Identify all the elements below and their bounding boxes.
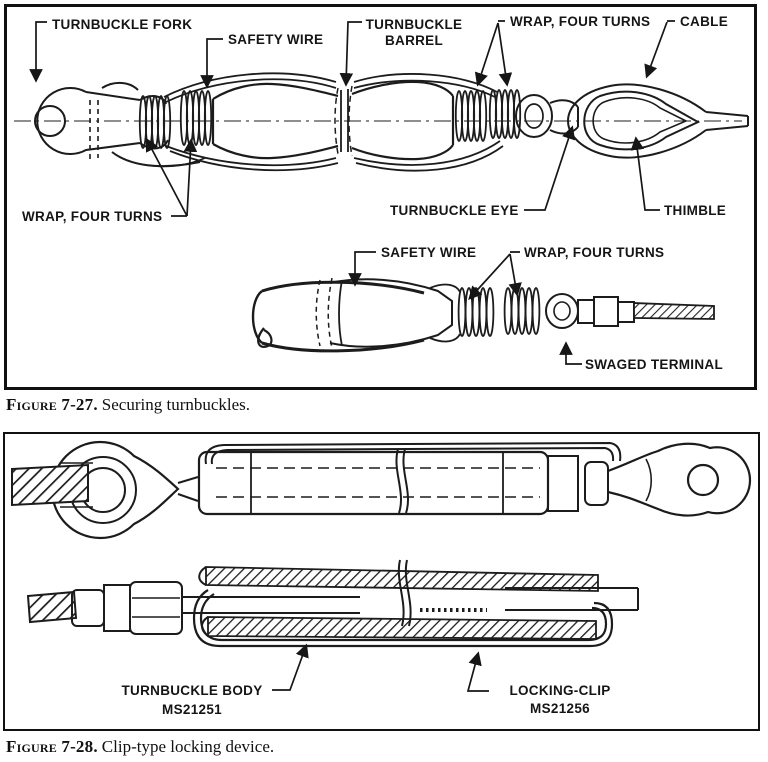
safety-wire-runs bbox=[163, 72, 504, 172]
label-locking-clip-2: MS21256 bbox=[530, 701, 590, 716]
safety-wire-wraps-lower bbox=[457, 287, 541, 337]
locking-clip-top bbox=[204, 441, 622, 514]
barrel-body-top bbox=[197, 450, 609, 516]
label-cable: CABLE bbox=[680, 14, 728, 29]
figure-7-28-caption-text: Clip-type locking device. bbox=[101, 737, 275, 756]
label-swaged-terminal: SWAGED TERMINAL bbox=[585, 357, 723, 372]
label-wrap-four-turns-left: WRAP, FOUR TURNS bbox=[22, 209, 162, 224]
figure-7-28-drawing: TURNBUCKLE BODY MS21251 LOCKING-CLIP MS2… bbox=[11, 440, 752, 717]
figure-7-28-number: Figure 7-28. bbox=[6, 737, 98, 756]
leader-lines bbox=[29, 20, 675, 365]
label-turnbuckle-barrel-2: BARREL bbox=[385, 33, 443, 48]
figure-7-27-caption-text: Securing turnbuckles. bbox=[101, 395, 251, 414]
turnbuckle-body-section bbox=[198, 566, 639, 640]
figure-7-27-number: Figure 7-27. bbox=[6, 395, 98, 414]
figure-7-27-frame bbox=[4, 4, 757, 390]
fork-end-assembly bbox=[251, 277, 461, 353]
figure-7-27-caption: Figure 7-27.Securing turnbuckles. bbox=[6, 395, 250, 415]
figure-7-27-drawing: TURNBUCKLE FORK SAFETY WIRE TURNBUCKLE B… bbox=[14, 14, 749, 372]
label-turnbuckle-eye: TURNBUCKLE EYE bbox=[390, 203, 519, 218]
cable-swage-left bbox=[26, 581, 487, 635]
swaged-terminal-shape bbox=[545, 293, 715, 329]
label-wrap-four-turns-top: WRAP, FOUR TURNS bbox=[510, 14, 650, 29]
label-wrap-four-turns-bottom: WRAP, FOUR TURNS bbox=[524, 245, 664, 260]
label-turnbuckle-body-2: MS21251 bbox=[162, 702, 222, 717]
turnbuckle-barrel-shape bbox=[211, 80, 455, 161]
label-locking-clip-1: LOCKING-CLIP bbox=[509, 683, 610, 698]
eye-terminal-left bbox=[11, 440, 199, 540]
label-turnbuckle-body-1: TURNBUCKLE BODY bbox=[122, 683, 263, 698]
label-thimble: THIMBLE bbox=[664, 203, 726, 218]
leader-lines-2 bbox=[272, 643, 489, 692]
figure-7-28-caption: Figure 7-28.Clip-type locking device. bbox=[6, 737, 274, 757]
label-safety-wire-top: SAFETY WIRE bbox=[228, 32, 323, 47]
safety-wire-wraps bbox=[138, 89, 522, 149]
label-safety-wire-bottom: SAFETY WIRE bbox=[381, 245, 476, 260]
locking-clip-section bbox=[192, 559, 614, 648]
eye-terminal-right bbox=[607, 442, 752, 517]
label-turnbuckle-barrel-1: TURNBUCKLE bbox=[366, 17, 463, 32]
label-turnbuckle-fork: TURNBUCKLE FORK bbox=[52, 17, 192, 32]
